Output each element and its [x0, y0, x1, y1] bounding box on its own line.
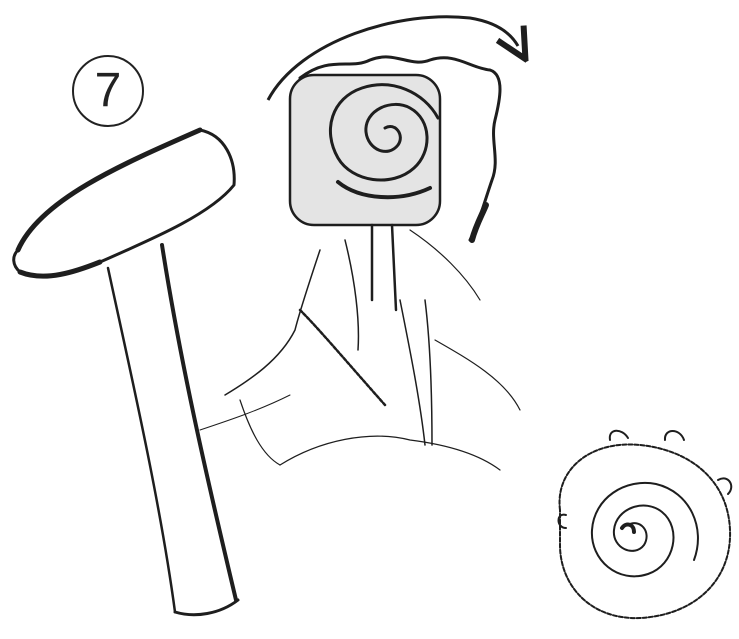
swirl-candy-icon: [559, 431, 732, 618]
hammer-icon: [14, 130, 238, 615]
spiral-lollipop-icon: [200, 57, 520, 470]
